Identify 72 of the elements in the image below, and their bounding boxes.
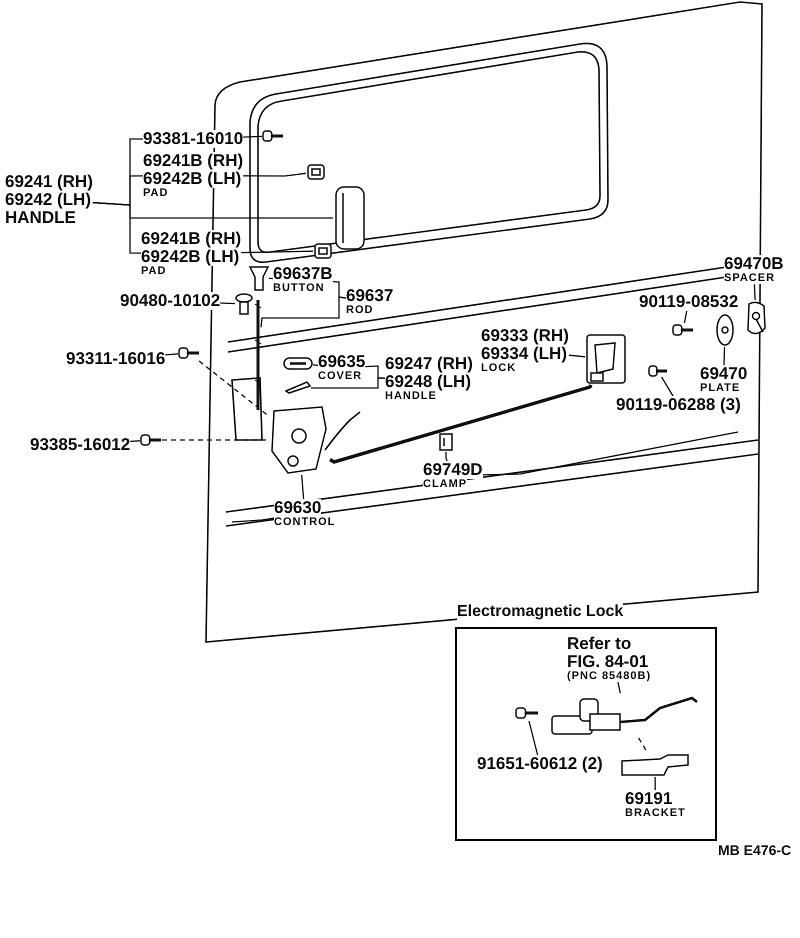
handle-lever-icon (285, 380, 311, 394)
part-number: 69241 (RH) (5, 173, 93, 191)
part-name: ROD (346, 304, 374, 316)
leader-line (312, 364, 318, 366)
leader-line (165, 353, 178, 356)
part-number: 69242B (LH) (141, 248, 240, 266)
part-name: BRACKET (625, 808, 686, 820)
leader-line (723, 346, 726, 366)
bolt-icon (515, 705, 539, 721)
part-name: LOCK (481, 362, 516, 374)
bolt-icon (672, 323, 694, 337)
part-number: 69241B (RH) (143, 152, 244, 170)
rod-icon (255, 300, 261, 410)
inset-heading: Electromagnetic Lock (457, 603, 624, 621)
linkage-rod (329, 384, 592, 464)
part-number: 69470B (724, 255, 784, 273)
clamp-icon (437, 432, 455, 452)
leader-line (754, 284, 756, 300)
leader-line (445, 452, 448, 462)
part-number: 69749D (423, 461, 483, 479)
part-name: BUTTON (273, 282, 325, 294)
part-number: 69630 (274, 499, 322, 517)
leader-line (243, 136, 262, 138)
pad-icon (306, 163, 326, 181)
part-name: (PNC 85480B) (567, 670, 652, 682)
part-name: CONTROL (274, 516, 336, 528)
leader-line (568, 354, 586, 358)
dashed-leader-line (198, 360, 268, 416)
dashed-leader-line (162, 439, 268, 441)
cover-icon (283, 357, 313, 370)
lock-icon (585, 333, 627, 385)
leader-line (301, 474, 304, 500)
drawing-code: MB E476-C (718, 842, 792, 858)
leader-line (268, 278, 274, 280)
part-number: 69334 (LH) (481, 344, 567, 363)
part-number: 69247 (RH) (385, 355, 473, 373)
part-number: 69248 (LH) (385, 372, 471, 391)
leader-line (654, 777, 656, 790)
leader-line (661, 376, 674, 396)
plate-icon (715, 313, 735, 347)
screw-icon (178, 345, 200, 361)
leader-line (684, 310, 688, 324)
part-number: 69637B (273, 265, 333, 283)
knob-icon (249, 265, 269, 291)
leader-line (260, 296, 346, 328)
bolt-icon (648, 365, 668, 377)
leader-line (130, 440, 140, 442)
leader-line (232, 518, 274, 523)
part-name: SPACER (724, 272, 776, 284)
leader-line (617, 682, 621, 694)
leader-line (528, 720, 538, 756)
screw-icon (140, 432, 162, 448)
part-number: 90119-08532 (639, 293, 738, 311)
part-name: CLAMP (423, 478, 468, 490)
part-number: 69333 (RH) (481, 327, 569, 345)
part-number: 91651-60612 (2) (477, 755, 603, 773)
leader-line (220, 302, 236, 304)
bracket-icon (620, 753, 690, 777)
part-number: 69242B (LH) (143, 170, 242, 188)
part-number: 90119-06288 (3) (616, 396, 741, 414)
clip-icon (235, 293, 253, 315)
leader-line (92, 202, 141, 254)
part-number: 93381-16010 (143, 130, 244, 148)
pad-icon (313, 242, 333, 260)
leader-line (482, 431, 738, 476)
part-number: 69241B (RH) (141, 230, 242, 248)
part-number: 90480-10102 (120, 292, 220, 310)
part-name: COVER (318, 370, 362, 382)
leader-line (310, 377, 385, 389)
part-number: 69242 (LH) (5, 190, 91, 209)
door-handle-icon (333, 185, 367, 251)
leader-line (243, 172, 306, 177)
